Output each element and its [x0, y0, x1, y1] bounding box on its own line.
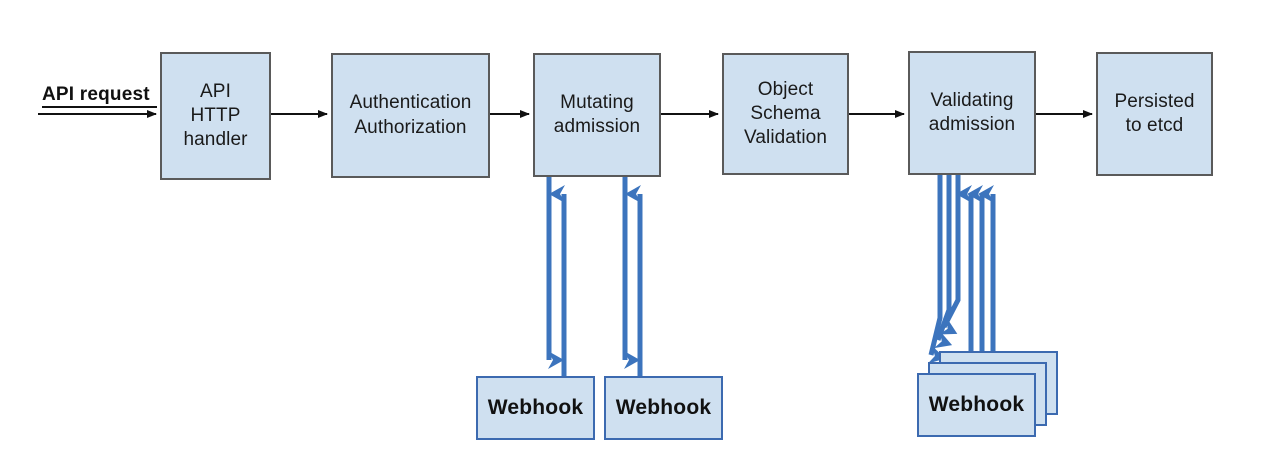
node-mutating-admission-label: Mutating admission	[553, 91, 641, 137]
node-mutating-admission[interactable]: Mutating admission	[533, 53, 661, 177]
node-persisted-to-etcd[interactable]: Persisted to etcd	[1096, 52, 1213, 176]
call-validating-webhook-2	[933, 175, 953, 349]
webhook-validating[interactable]: Webhook	[917, 373, 1036, 437]
entry-label-underline	[42, 106, 157, 108]
webhook-mutating-2-label: Webhook	[615, 396, 712, 419]
call-validating-webhook-1	[938, 175, 961, 335]
node-api-http-handler-label: API HTTP handler	[183, 80, 248, 151]
node-validating-admission-label: Validating admission	[928, 89, 1016, 135]
node-validating-admission[interactable]: Validating admission	[908, 51, 1036, 175]
node-api-http-handler[interactable]: API HTTP handler	[160, 52, 271, 180]
webhook-validating-label: Webhook	[928, 393, 1025, 416]
entry-label: API request	[42, 84, 150, 105]
webhook-mutating-1-label: Webhook	[487, 396, 584, 419]
webhook-mutating-1[interactable]: Webhook	[476, 376, 595, 440]
node-object-schema-validation-label: Object Schema Validation	[743, 78, 828, 149]
node-authentication[interactable]: Authentication Authorization	[331, 53, 490, 178]
node-authentication-label: Authentication Authorization	[349, 92, 472, 138]
node-object-schema-validation[interactable]: Object Schema Validation	[722, 53, 849, 175]
webhook-mutating-2[interactable]: Webhook	[604, 376, 723, 440]
call-validating-webhook-3	[927, 175, 946, 364]
node-persisted-to-etcd-label: Persisted to etcd	[1114, 90, 1195, 136]
